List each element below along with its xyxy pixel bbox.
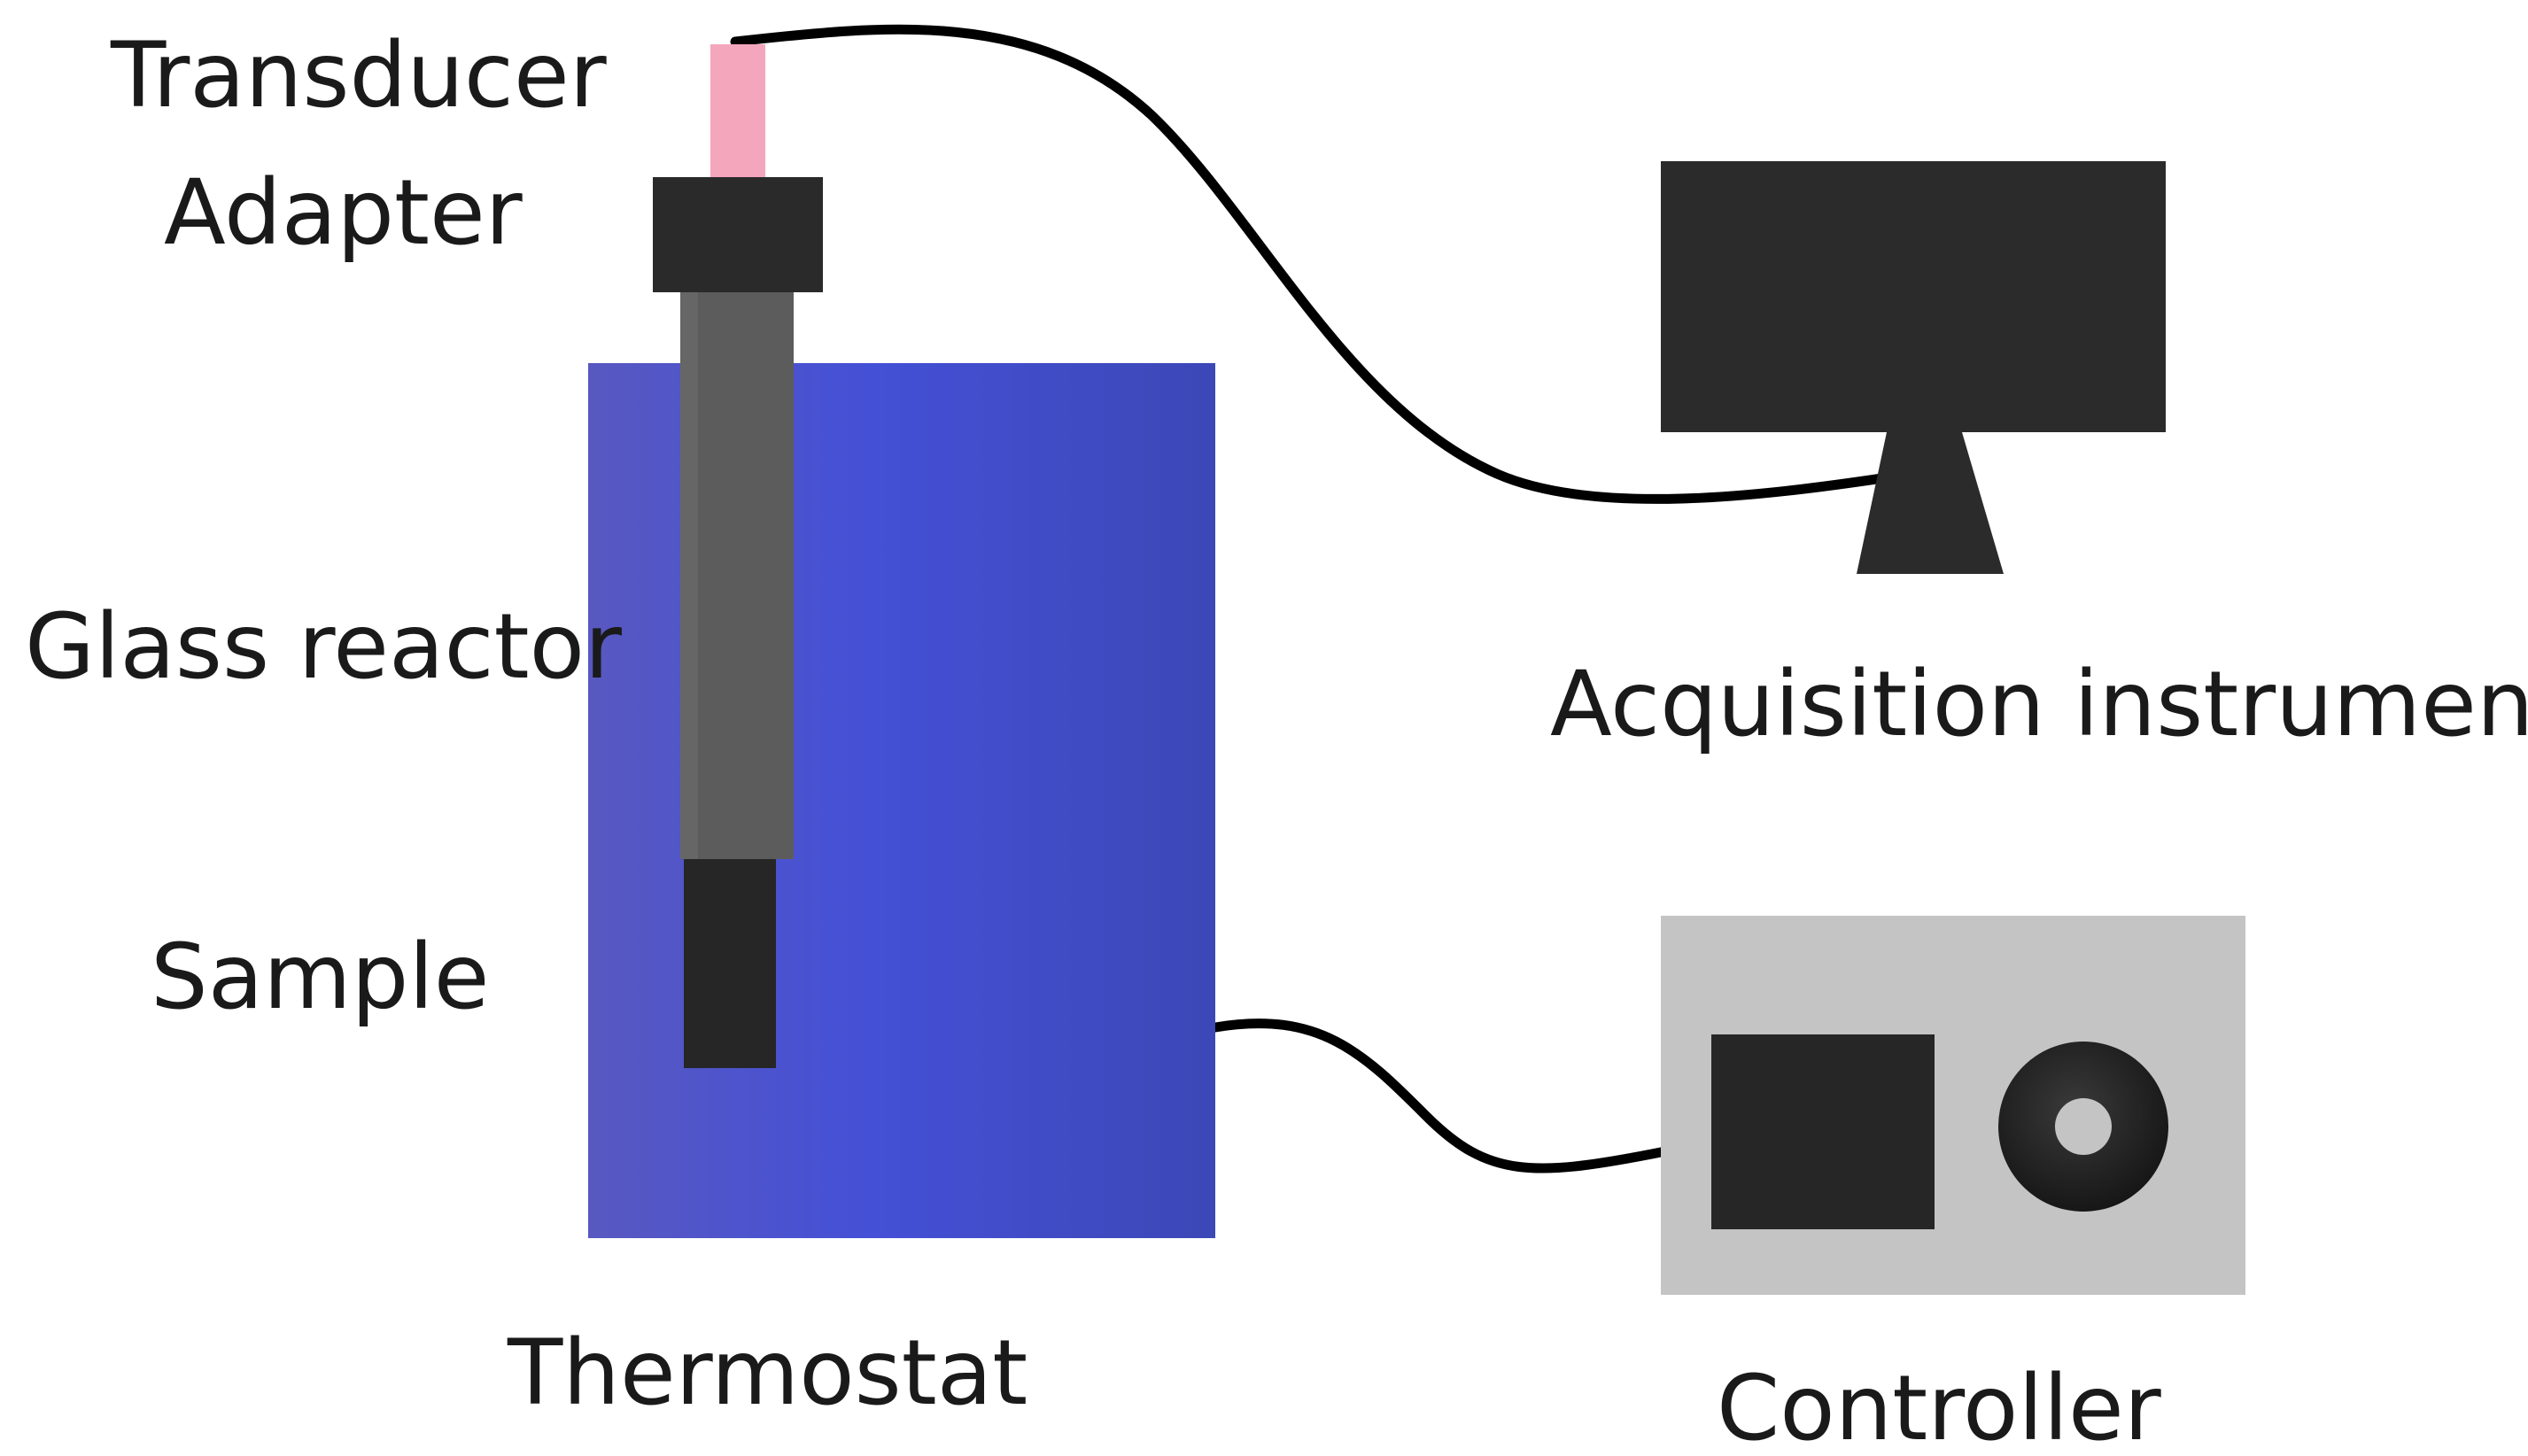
controller-cable (1210, 1018, 1671, 1173)
adapter-label: Adapter (164, 160, 523, 266)
transducer-cable (730, 24, 1888, 504)
acquisition-instrument-stand (1857, 432, 2004, 574)
controller-display (1711, 1034, 1935, 1229)
transducer-label: Transducer (110, 23, 607, 128)
sample (684, 859, 776, 1068)
controller-label: Controller (1717, 1356, 2161, 1456)
acquisition-instrument-screen (1661, 161, 2166, 432)
controller-knob-hole (2055, 1098, 2112, 1155)
adapter (653, 177, 823, 292)
glass-reactor-label: Glass reactor (25, 594, 622, 700)
transducer (710, 44, 765, 177)
glass-reactor (680, 282, 794, 859)
thermostat-label: Thermostat (507, 1320, 1027, 1426)
acquisition-instrument-label: Acquisition instrument (1550, 652, 2528, 757)
glass-reactor-highlight (680, 282, 698, 859)
sample-label: Sample (151, 925, 489, 1030)
